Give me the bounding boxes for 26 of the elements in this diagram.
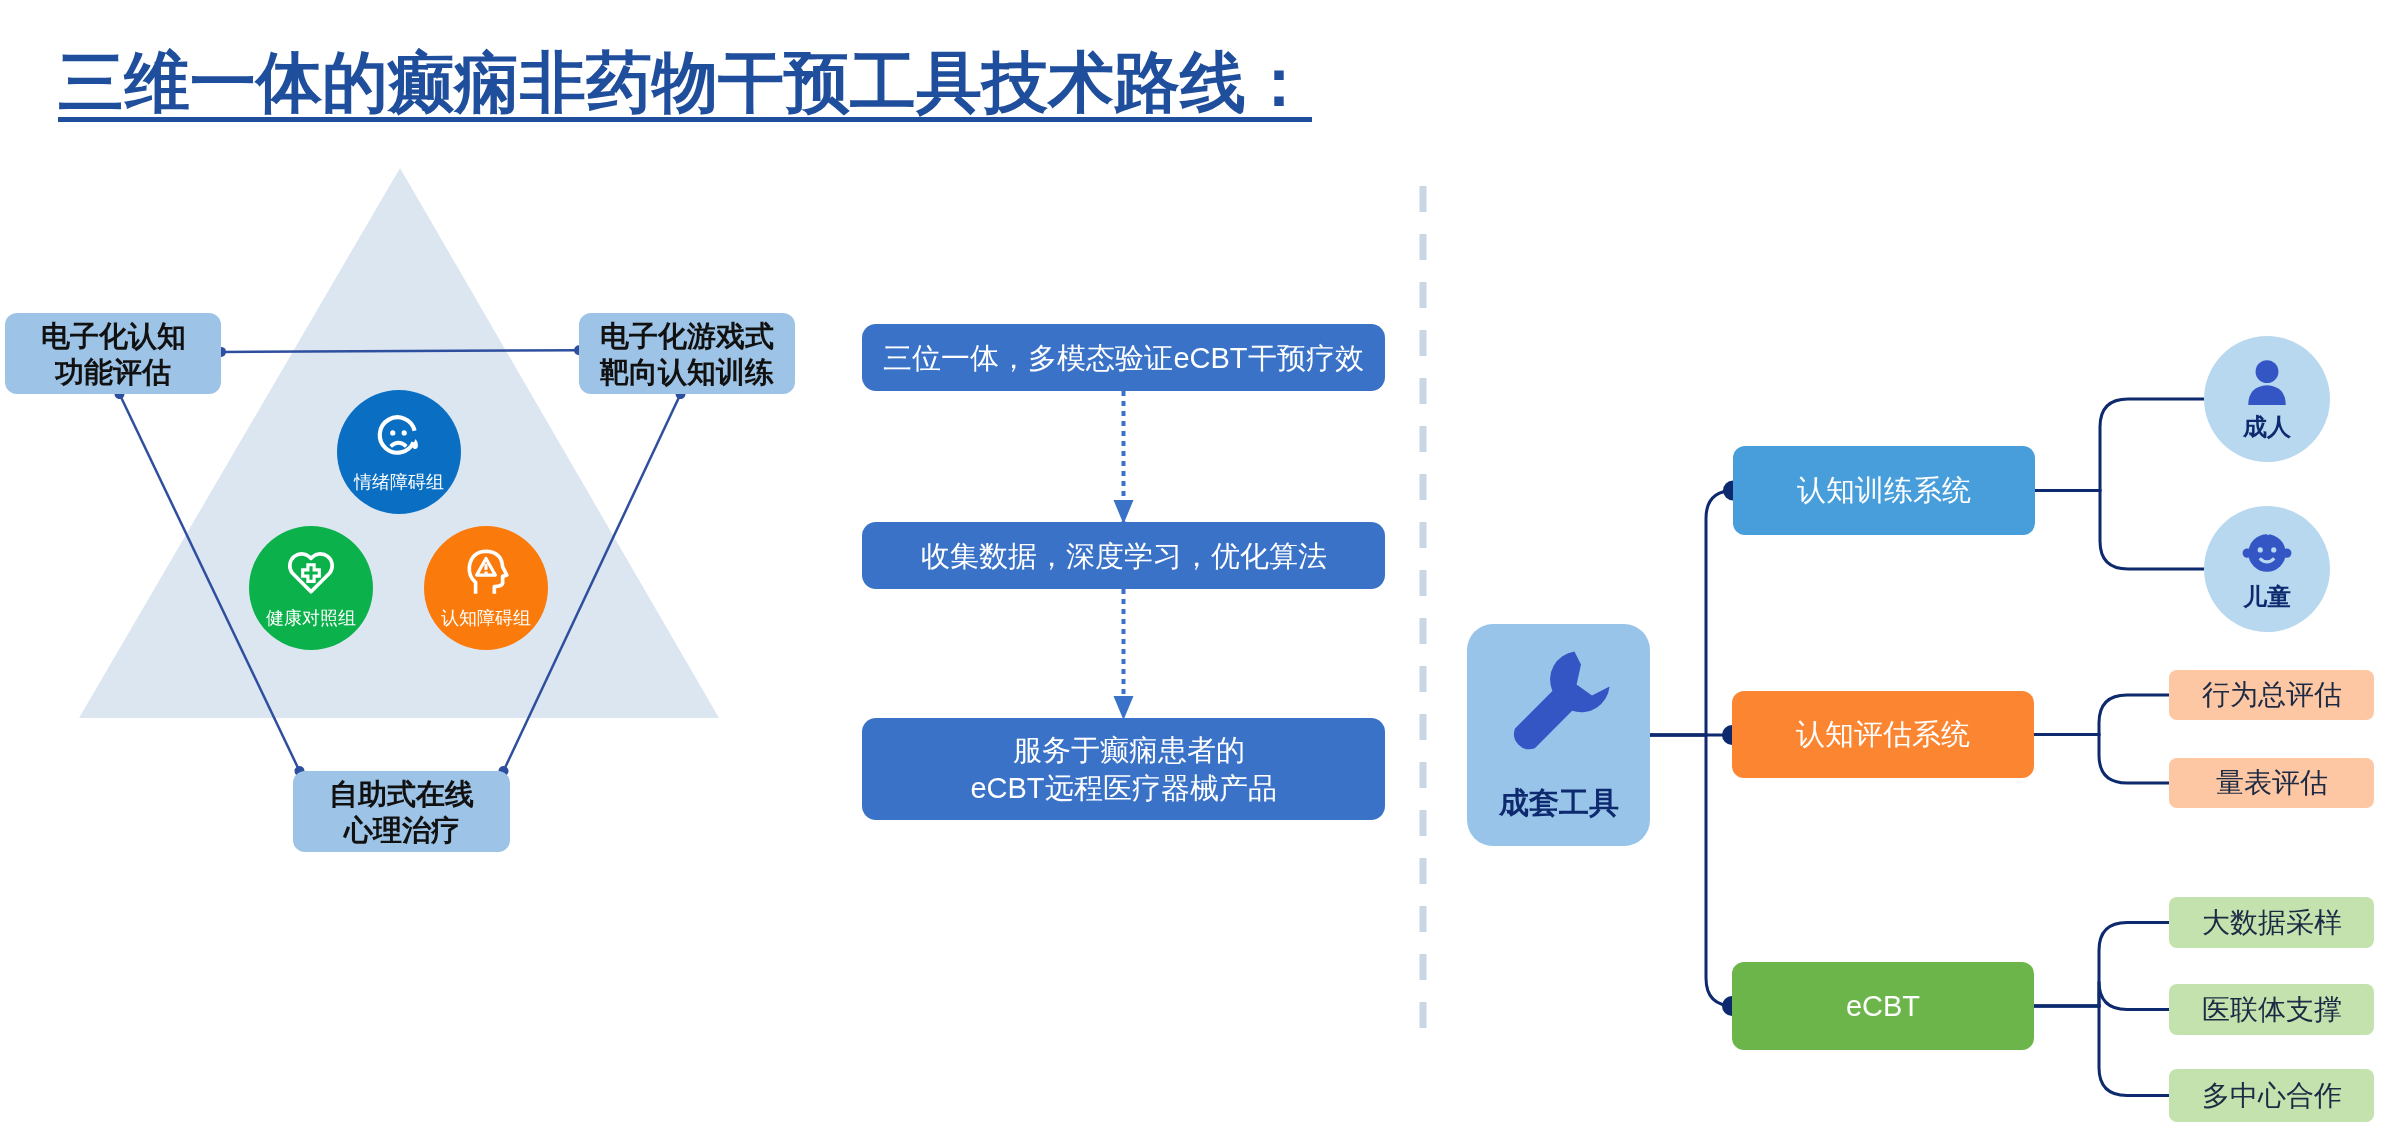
group-label: 健康对照组	[266, 607, 356, 630]
system-box: 认知评估系统	[1732, 691, 2034, 778]
item-box: 行为总评估	[2169, 670, 2374, 720]
title: 三维一体的癫痫非药物干预工具技术路线：	[58, 44, 1312, 121]
item-box: 大数据采样	[2169, 897, 2374, 948]
connector-line	[2034, 733, 2169, 785]
item-box: 量表评估	[2169, 758, 2374, 808]
group-label: 认知障碍组	[441, 607, 531, 630]
item-box: 多中心合作	[2169, 1069, 2374, 1122]
label-box: 自助式在线心理治疗	[293, 771, 510, 852]
system-box: 认知训练系统	[1733, 446, 2035, 535]
arrow	[1113, 589, 1134, 720]
person-label: 成人	[2243, 412, 2291, 442]
group-label: 情绪障碍组	[354, 471, 444, 494]
label-box: 电子化认知功能评估	[5, 313, 221, 394]
item-box: 医联体支撑	[2169, 984, 2374, 1035]
tool-label: 成套工具	[1498, 784, 1619, 821]
person-label: 儿童	[2243, 582, 2291, 612]
process-box: 服务于癫痫患者的eCBT远程医疗器械产品	[862, 718, 1385, 820]
process-box: 收集数据，深度学习，优化算法	[862, 522, 1385, 589]
label-box: 电子化游戏式靶向认知训练	[579, 313, 795, 394]
connector-line	[2034, 1004, 2169, 1097]
arrow	[1113, 391, 1134, 524]
system-box: eCBT	[1732, 962, 2034, 1050]
tool-box	[1467, 624, 1650, 846]
process-box: 三位一体，多模态验证eCBT干预疗效	[862, 324, 1385, 391]
